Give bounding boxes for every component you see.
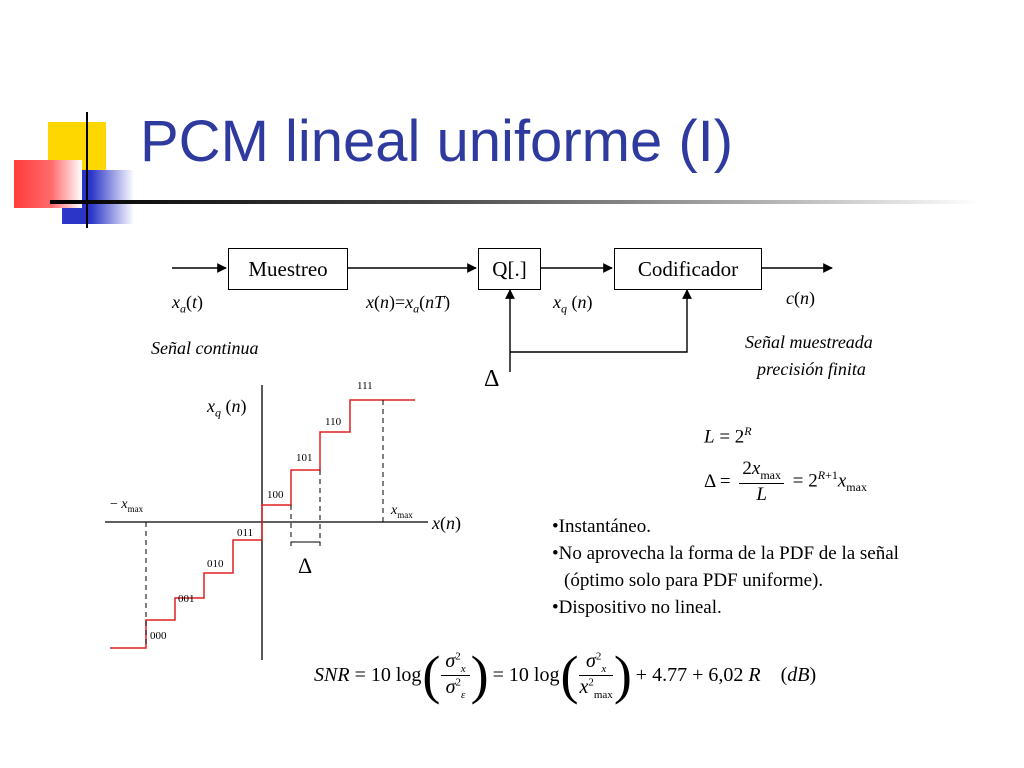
bullet-item-continuation: (óptimo solo para PDF uniforme). <box>564 570 824 591</box>
label-neg-xmax: − xmax <box>110 497 144 514</box>
code-110: 110 <box>325 416 342 428</box>
bullet-item: •Instantáneo. <box>552 516 651 537</box>
signal-xa-t: xa(t) <box>172 292 204 316</box>
staircase-line <box>110 399 415 649</box>
deco-vertical-line <box>86 112 88 228</box>
bullet-list: •Instantáneo. •No aprovecha la forma de … <box>552 513 899 621</box>
bullet-item: •No aprovecha la forma de la PDF de la s… <box>552 543 899 564</box>
axis-label-xq-n: xq (n) <box>207 396 247 420</box>
deco-horizontal-rule <box>50 200 980 204</box>
code-001: 001 <box>178 593 195 605</box>
signal-c-n: c(n) <box>786 288 815 308</box>
equation-step: Δ = 2xmax L = 2R+1xmax <box>704 458 867 505</box>
block-delta-symbol: Δ <box>484 366 500 392</box>
bullet-item: •Dispositivo no lineal. <box>552 597 722 618</box>
code-011: 011 <box>237 527 254 539</box>
equation-levels: L = 2R <box>704 424 752 448</box>
label-precision-finita: precisión finita <box>757 359 866 379</box>
label-senal-muestreada: Señal muestreada <box>745 332 873 352</box>
axis-label-x-n: x(n) <box>432 513 461 533</box>
code-101: 101 <box>296 452 313 464</box>
staircase-delta-symbol: Δ <box>298 553 313 578</box>
block-muestreo: Muestreo <box>228 248 348 290</box>
code-000: 000 <box>150 630 167 642</box>
signal-x-n: x(n)=xa(nT) <box>366 292 451 316</box>
equation-snr: SNR = 10 log ( σ2x σ2ε ) = 10 log ( σ2x … <box>314 645 817 705</box>
code-111: 111 <box>357 380 373 392</box>
page-title: PCM lineal uniforme (I) <box>140 109 734 174</box>
code-010: 010 <box>207 558 224 570</box>
label-pos-xmax: xmax <box>391 503 413 520</box>
code-100: 100 <box>267 489 284 501</box>
block-codificador: Codificador <box>614 248 762 290</box>
signal-xq-n: xq (n) <box>553 292 593 316</box>
label-senal-continua: Señal continua <box>151 338 259 358</box>
block-quantizer: Q[.] <box>478 248 541 290</box>
